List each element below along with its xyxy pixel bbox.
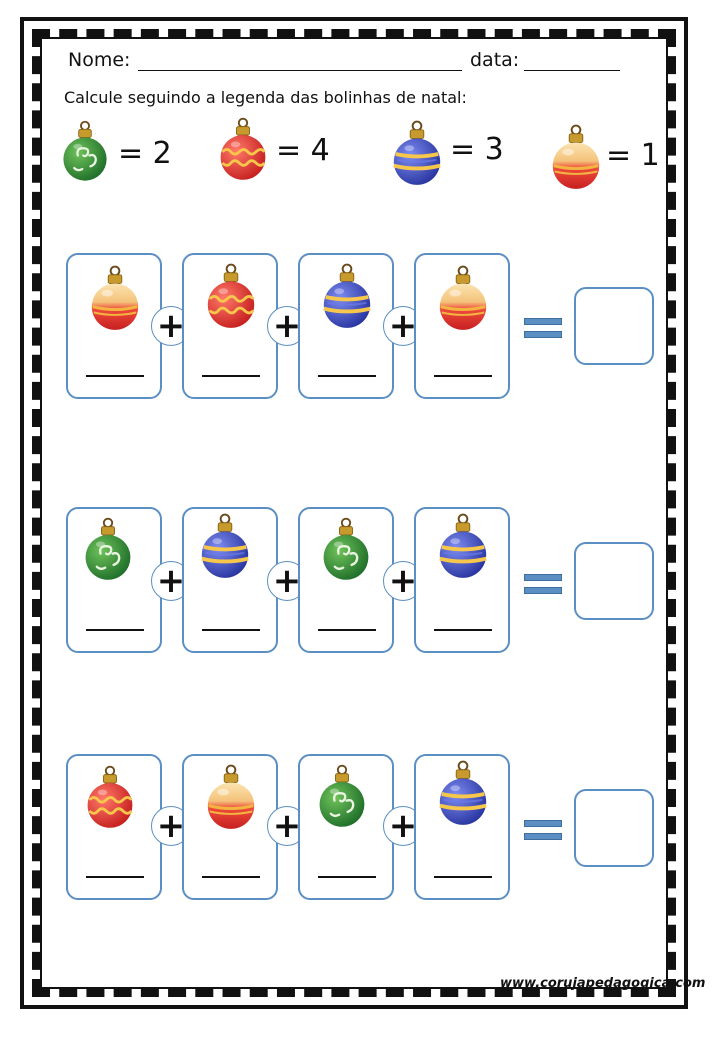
blue-striped-ornament-icon [196,509,254,583]
ornament-card [182,253,278,399]
result-box[interactable] [574,789,654,867]
answer-blank[interactable] [202,375,260,377]
answer-blank[interactable] [434,375,492,377]
ornament-card [414,253,510,399]
green-swirl-ornament-icon [318,513,374,585]
ornament-card [414,507,510,653]
answer-blank[interactable] [86,375,144,377]
ornament-card [66,754,162,900]
legend-value-green: = 2 [118,136,172,171]
ornament-card [182,507,278,653]
result-box[interactable] [574,542,654,620]
red-gold-ornament-icon [547,120,605,194]
ornament-card [66,507,162,653]
green-swirl-ornament-icon [58,115,112,187]
red-gold-ornament-icon [202,760,260,834]
date-field[interactable] [524,70,620,71]
legend-value-blue: = 3 [450,132,504,167]
instruction-text: Calcule seguindo a legenda das bolinhas … [64,88,467,107]
blue-striped-ornament-icon [434,756,492,830]
ornament-card [66,253,162,399]
red-wavy-ornament-icon [215,112,271,186]
ornament-card [182,754,278,900]
answer-blank[interactable] [434,876,492,878]
green-swirl-ornament-icon [80,513,136,585]
equals-icon [524,820,562,842]
ornament-card [298,507,394,653]
green-swirl-ornament-icon [314,760,370,832]
name-field[interactable] [138,70,462,71]
dashed-border [32,29,676,997]
equals-icon [524,318,562,340]
answer-blank[interactable] [202,876,260,878]
answer-blank[interactable] [202,629,260,631]
red-gold-ornament-icon [434,261,492,335]
blue-striped-ornament-icon [434,509,492,583]
name-label: Nome: [68,49,131,71]
answer-blank[interactable] [86,629,144,631]
red-gold-ornament-icon [86,261,144,335]
answer-blank[interactable] [434,629,492,631]
equals-icon [524,574,562,596]
website-url: www.corujapedagogica.com [500,976,706,991]
answer-blank[interactable] [318,876,376,878]
date-label: data: [470,49,520,71]
blue-striped-ornament-icon [318,259,376,333]
ornament-card [298,754,394,900]
answer-blank[interactable] [318,375,376,377]
red-wavy-ornament-icon [82,760,138,834]
answer-blank[interactable] [86,876,144,878]
ornament-card [414,754,510,900]
red-wavy-ornament-icon [202,259,260,333]
answer-blank[interactable] [318,629,376,631]
result-box[interactable] [574,287,654,365]
legend-value-red-wavy: = 4 [276,133,330,168]
ornament-card [298,253,394,399]
legend-value-red-gold: = 1 [606,138,660,173]
blue-striped-ornament-icon [388,116,446,190]
